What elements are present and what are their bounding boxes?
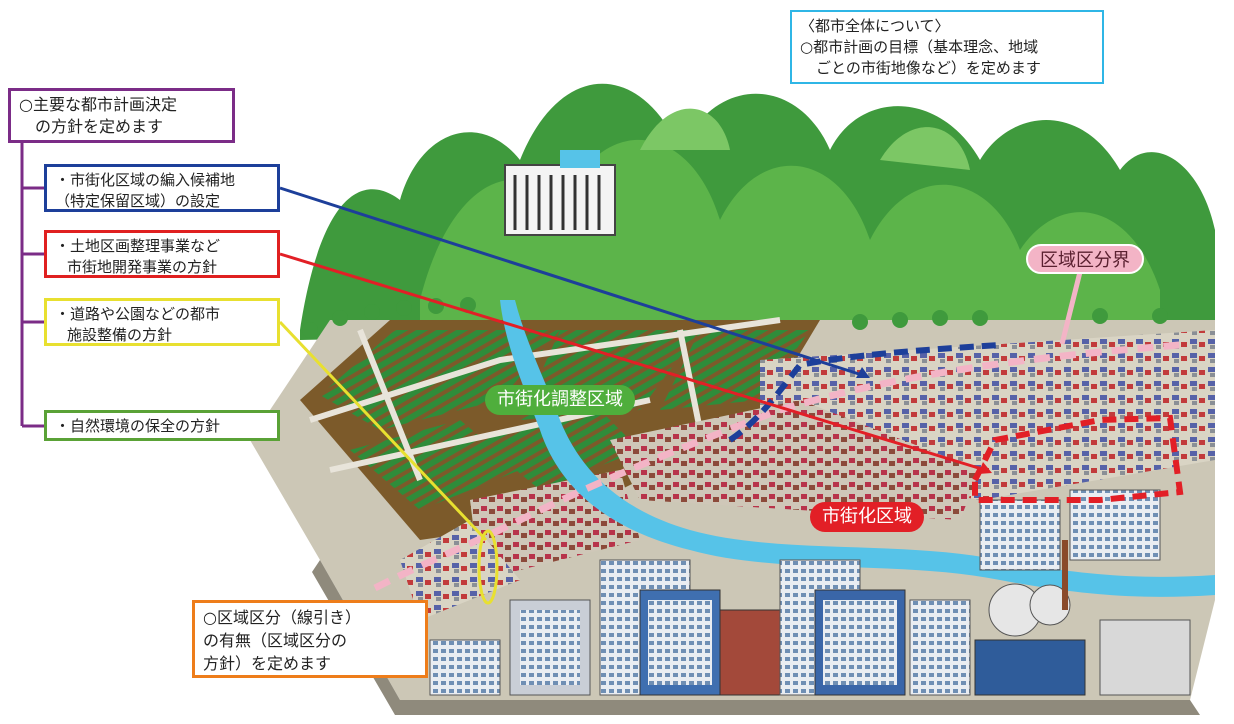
blue-arrow: [279, 186, 863, 377]
urbanization-area-label: 市街化区域: [810, 502, 924, 532]
zoning-line2: の有無（区域区分の: [203, 631, 348, 650]
reserve-area-outline: [728, 342, 1001, 443]
dam: [504, 150, 616, 236]
city-overall-line1: 〈都市全体について〉: [800, 17, 950, 35]
facilities-line1: ・道路や公園などの都市: [55, 305, 221, 323]
box-connector-bracket: [20, 143, 44, 428]
tree-row: [302, 297, 1168, 338]
zoning-line1: ○区域区分（線引き）: [203, 608, 361, 627]
main-policy-line2: の方針を定めます: [35, 117, 164, 136]
zoning-line3: 方針）を定めます: [203, 654, 332, 673]
reserve-area-line1: ・市街化区域の編入候補地: [55, 171, 236, 189]
zone-boundary-label: 区域区分界: [1026, 244, 1144, 274]
pink-pointer: [1059, 271, 1083, 345]
city-overall-box: 〈都市全体について〉 ○都市計画の目標（基本理念、地域 ごとの市街地像など）を定…: [790, 10, 1104, 84]
blue-arrow-head: [856, 367, 870, 378]
city-overall-line2: ○都市計画の目標（基本理念、地域: [800, 38, 1039, 56]
environment-box: ・自然環境の保全の方針: [44, 410, 280, 441]
facilities-box: ・道路や公園などの都市 施設整備の方針: [44, 298, 280, 346]
zoning-box: ○区域区分（線引き） の有無（区域区分の 方針）を定めます: [192, 600, 428, 678]
red-arrow: [279, 252, 986, 472]
city-overall-line3: ごとの市街地像など）を定めます: [816, 59, 1041, 77]
downtown-buildings: [429, 489, 1191, 696]
facilities-line2: 施設整備の方針: [67, 326, 173, 344]
facility-highlight-ellipse: [477, 529, 499, 605]
land-readjustment-line2: 市街地開発事業の方針: [67, 258, 218, 276]
main-policy-box: ○主要な都市計画決定 の方針を定めます: [8, 88, 235, 143]
reserve-area-box: ・市街化区域の編入候補地 （特定保留区域）の設定: [44, 164, 280, 212]
environment-line1: ・自然環境の保全の方針: [55, 417, 221, 435]
urbanization-control-label: 市街化調整区域: [485, 385, 635, 415]
zone-boundary-line: [373, 341, 1181, 592]
red-arrow-head: [978, 462, 992, 474]
yellow-arrow: [278, 320, 488, 542]
reserve-area-line2: （特定保留区域）の設定: [55, 192, 221, 210]
land-readjustment-line1: ・土地区画整理事業など: [55, 237, 221, 255]
land-readjustment-box: ・土地区画整理事業など 市街地開発事業の方針: [44, 230, 280, 278]
main-policy-line1: ○主要な都市計画決定: [19, 95, 177, 114]
callout-arrows: [278, 186, 1083, 542]
